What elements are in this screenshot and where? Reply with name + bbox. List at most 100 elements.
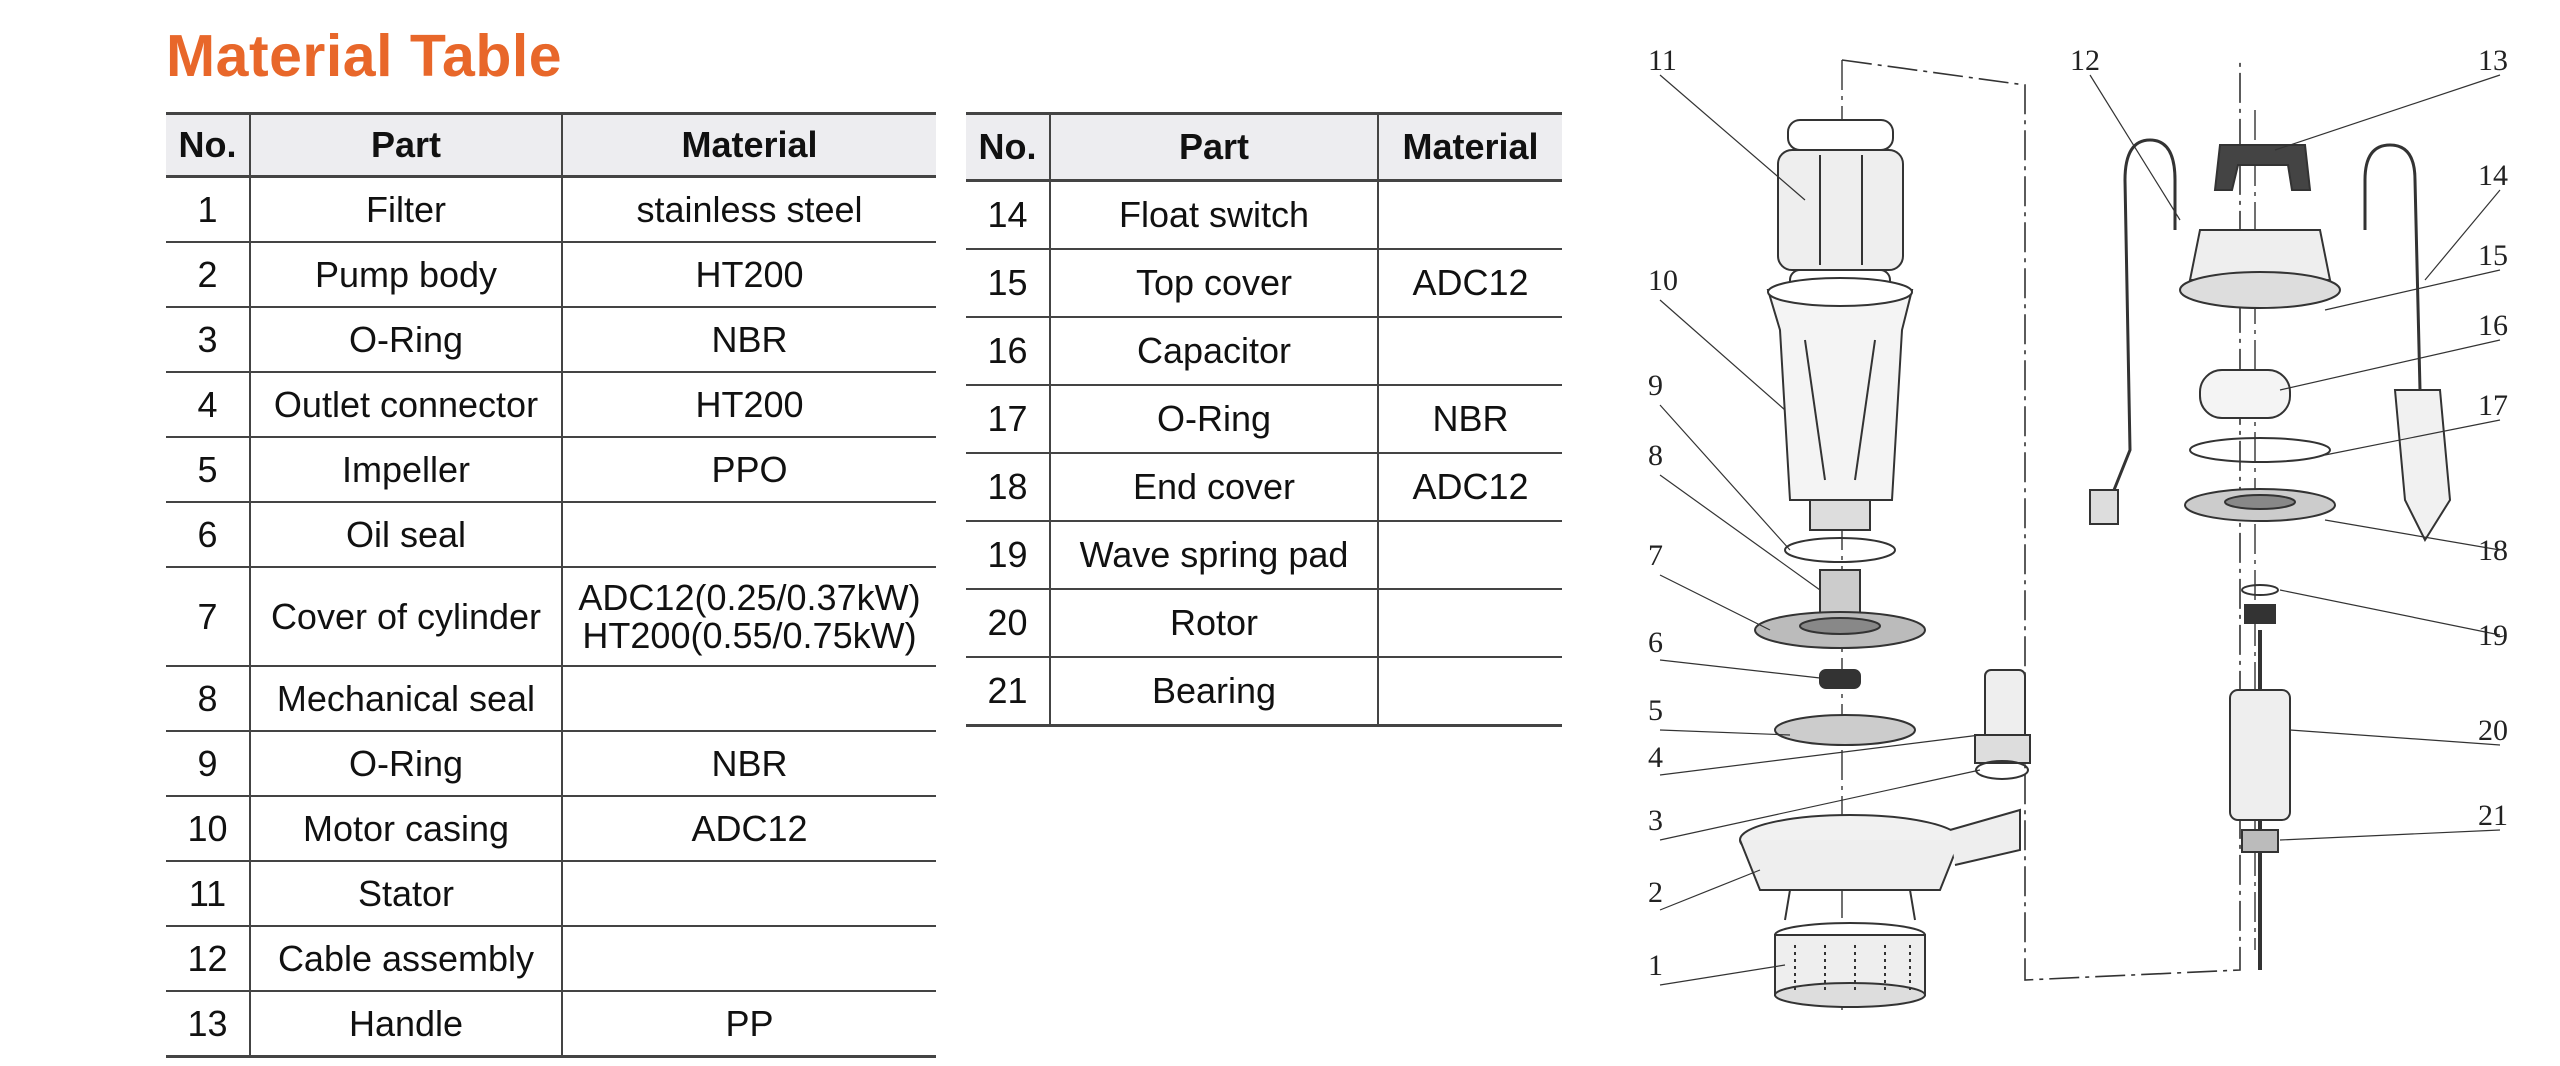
cell-no: 21 — [966, 657, 1051, 727]
assembly-path — [1841, 59, 2241, 981]
label-14: 14 — [2478, 159, 2508, 192]
exploded-pump-diagram: 1 2 3 4 5 6 7 8 9 10 11 12 13 14 15 16 1… — [1648, 44, 2508, 1010]
label-18: 18 — [2478, 534, 2508, 567]
cell-part: End cover — [1050, 453, 1379, 522]
cell-no: 12 — [166, 926, 251, 992]
float-switch-part — [2363, 143, 2452, 543]
cell-material: NBR — [1378, 385, 1562, 454]
header-material: Material — [1378, 112, 1562, 182]
header-part: Part — [250, 112, 563, 178]
cell-no: 4 — [166, 372, 251, 438]
cell-no: 7 — [166, 567, 251, 667]
impeller-part — [1774, 714, 1916, 746]
label-17: 17 — [2478, 389, 2508, 422]
filter-part — [1774, 922, 1926, 1008]
cell-part: O-Ring — [250, 307, 563, 373]
header-no: No. — [166, 112, 251, 178]
cell-part: O-Ring — [1050, 385, 1379, 454]
label-11: 11 — [1648, 44, 1677, 77]
label-15: 15 — [2478, 239, 2508, 272]
cell-no: 19 — [966, 521, 1051, 590]
cell-material — [562, 926, 936, 992]
cell-no: 14 — [966, 180, 1051, 250]
cell-material: ADC12(0.25/0.37kW)HT200(0.55/0.75kW) — [562, 567, 936, 667]
o-ring-right-part — [2189, 437, 2331, 463]
cell-part: Filter — [250, 176, 563, 243]
cell-material: ADC12 — [1378, 249, 1562, 318]
cell-part: Pump body — [250, 242, 563, 308]
cell-material: NBR — [562, 731, 936, 797]
rotor-part — [2229, 630, 2291, 970]
capacitor-part — [2199, 369, 2291, 419]
label-1: 1 — [1648, 949, 1663, 982]
cell-part: Motor casing — [250, 796, 563, 862]
cell-no: 5 — [166, 437, 251, 503]
cell-no: 6 — [166, 502, 251, 568]
cell-no: 9 — [166, 731, 251, 797]
cell-part: Handle — [250, 991, 563, 1058]
bearing-part — [2241, 829, 2279, 853]
cell-no: 13 — [166, 991, 251, 1058]
cell-part: Oil seal — [250, 502, 563, 568]
cell-no: 17 — [966, 385, 1051, 454]
header-material: Material — [562, 112, 936, 178]
material-line-1: ADC12(0.25/0.37kW) — [578, 576, 921, 618]
table-header-row: No. Part Material — [166, 112, 936, 178]
cell-no: 10 — [166, 796, 251, 862]
cell-part: Capacitor — [1050, 317, 1379, 386]
stator-part — [1777, 119, 1904, 299]
label-2: 2 — [1648, 876, 1663, 909]
cell-no: 18 — [966, 453, 1051, 522]
cell-material: NBR — [562, 307, 936, 373]
outlet-connector-part — [1974, 669, 2031, 764]
cell-no: 11 — [166, 861, 251, 927]
cell-material: stainless steel — [562, 176, 936, 243]
oil-seal-part — [1819, 669, 1861, 689]
motor-casing-part — [1766, 277, 1914, 531]
label-10: 10 — [1648, 264, 1678, 297]
label-9: 9 — [1648, 369, 1663, 402]
cell-part: Wave spring pad — [1050, 521, 1379, 590]
cell-no: 2 — [166, 242, 251, 308]
cell-material — [562, 861, 936, 927]
cell-material: HT200 — [562, 372, 936, 438]
cell-material — [562, 502, 936, 568]
cell-part: Top cover — [1050, 249, 1379, 318]
label-5: 5 — [1648, 694, 1663, 727]
cell-material — [1378, 317, 1562, 386]
cell-material — [1378, 589, 1562, 658]
material-line-2: HT200(0.55/0.75kW) — [582, 614, 917, 656]
mechanical-seal-part — [1819, 569, 1861, 616]
cell-no: 3 — [166, 307, 251, 373]
cell-material — [1378, 657, 1562, 727]
cell-part: Bearing — [1050, 657, 1379, 727]
pump-body-part — [1739, 808, 2021, 921]
label-6: 6 — [1648, 626, 1663, 659]
cell-material — [1378, 180, 1562, 250]
label-4: 4 — [1648, 741, 1663, 774]
cable-assembly-part — [2089, 138, 2177, 525]
header-part: Part — [1050, 112, 1379, 182]
cell-material: ADC12 — [1378, 453, 1562, 522]
cell-material: PPO — [562, 437, 936, 503]
cell-part: Outlet connector — [250, 372, 563, 438]
